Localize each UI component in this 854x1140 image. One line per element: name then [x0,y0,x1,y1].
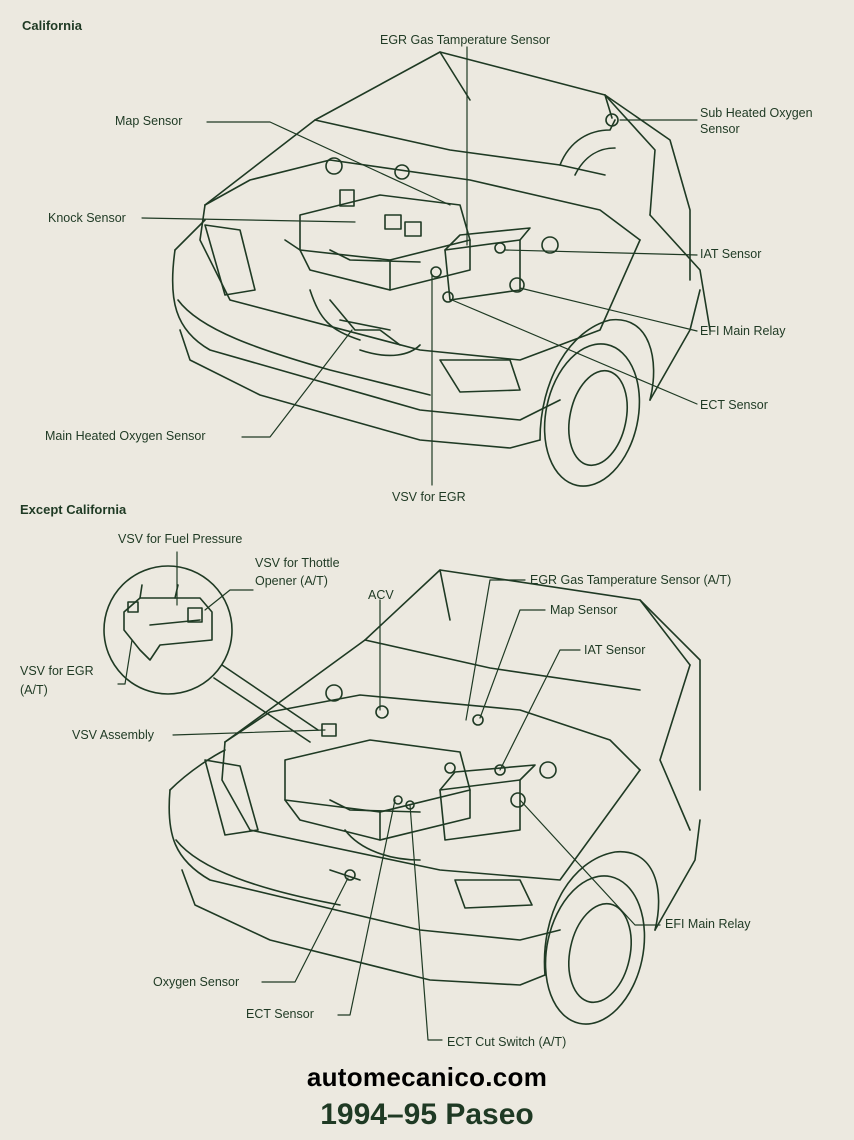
label-map-sensor-bottom: Map Sensor [550,603,618,617]
label-vsv-for-egr-at-line1: VSV for EGR [20,664,94,678]
label-vsv-for-throttle-opener-line2: Opener (A/T) [255,574,328,588]
top-leader-lines [141,46,698,486]
label-ect-sensor-bottom: ECT Sensor [246,1007,314,1021]
label-egr-gas-temperature-sensor-at: EGR Gas Tamperature Sensor (A/T) [530,573,732,587]
label-sub-heated-oxygen-sensor-line1: Sub Heated Oxygen [700,106,813,120]
label-sub-heated-oxygen-sensor-line2: Sensor [700,122,740,136]
label-iat-sensor-bottom: IAT Sensor [584,643,646,657]
label-vsv-for-throttle-opener-line1: VSV for Thottle [255,556,340,570]
label-vsv-assembly: VSV Assembly [72,728,154,742]
section-title-except-california: Except California [20,502,127,517]
label-efi-main-relay: EFI Main Relay [700,324,786,338]
label-acv: ACV [368,588,394,602]
label-egr-gas-temperature-sensor: EGR Gas Tamperature Sensor [380,33,550,47]
label-oxygen-sensor: Oxygen Sensor [153,975,240,989]
label-vsv-for-fuel-pressure: VSV for Fuel Pressure [118,532,243,546]
model-caption: 1994–95 Paseo [320,1098,534,1131]
bottom-car-drawing [103,565,701,1025]
label-efi-main-relay-bottom: EFI Main Relay [665,917,751,931]
section-title-california: California [22,18,82,33]
label-main-heated-oxygen-sensor: Main Heated Oxygen Sensor [45,429,206,443]
label-knock-sensor: Knock Sensor [48,211,126,225]
label-vsv-for-egr-at-line2: (A/T) [20,683,48,697]
site-watermark: automecanico.com [306,1062,548,1092]
bottom-leader-lines [117,551,661,1041]
label-iat-sensor: IAT Sensor [700,247,762,261]
label-vsv-for-egr: VSV for EGR [392,490,466,504]
top-car-drawing [171,51,711,487]
label-map-sensor: Map Sensor [115,114,183,128]
label-ect-sensor: ECT Sensor [700,398,768,412]
label-ect-cut-switch: ECT Cut Switch (A/T) [447,1035,567,1049]
